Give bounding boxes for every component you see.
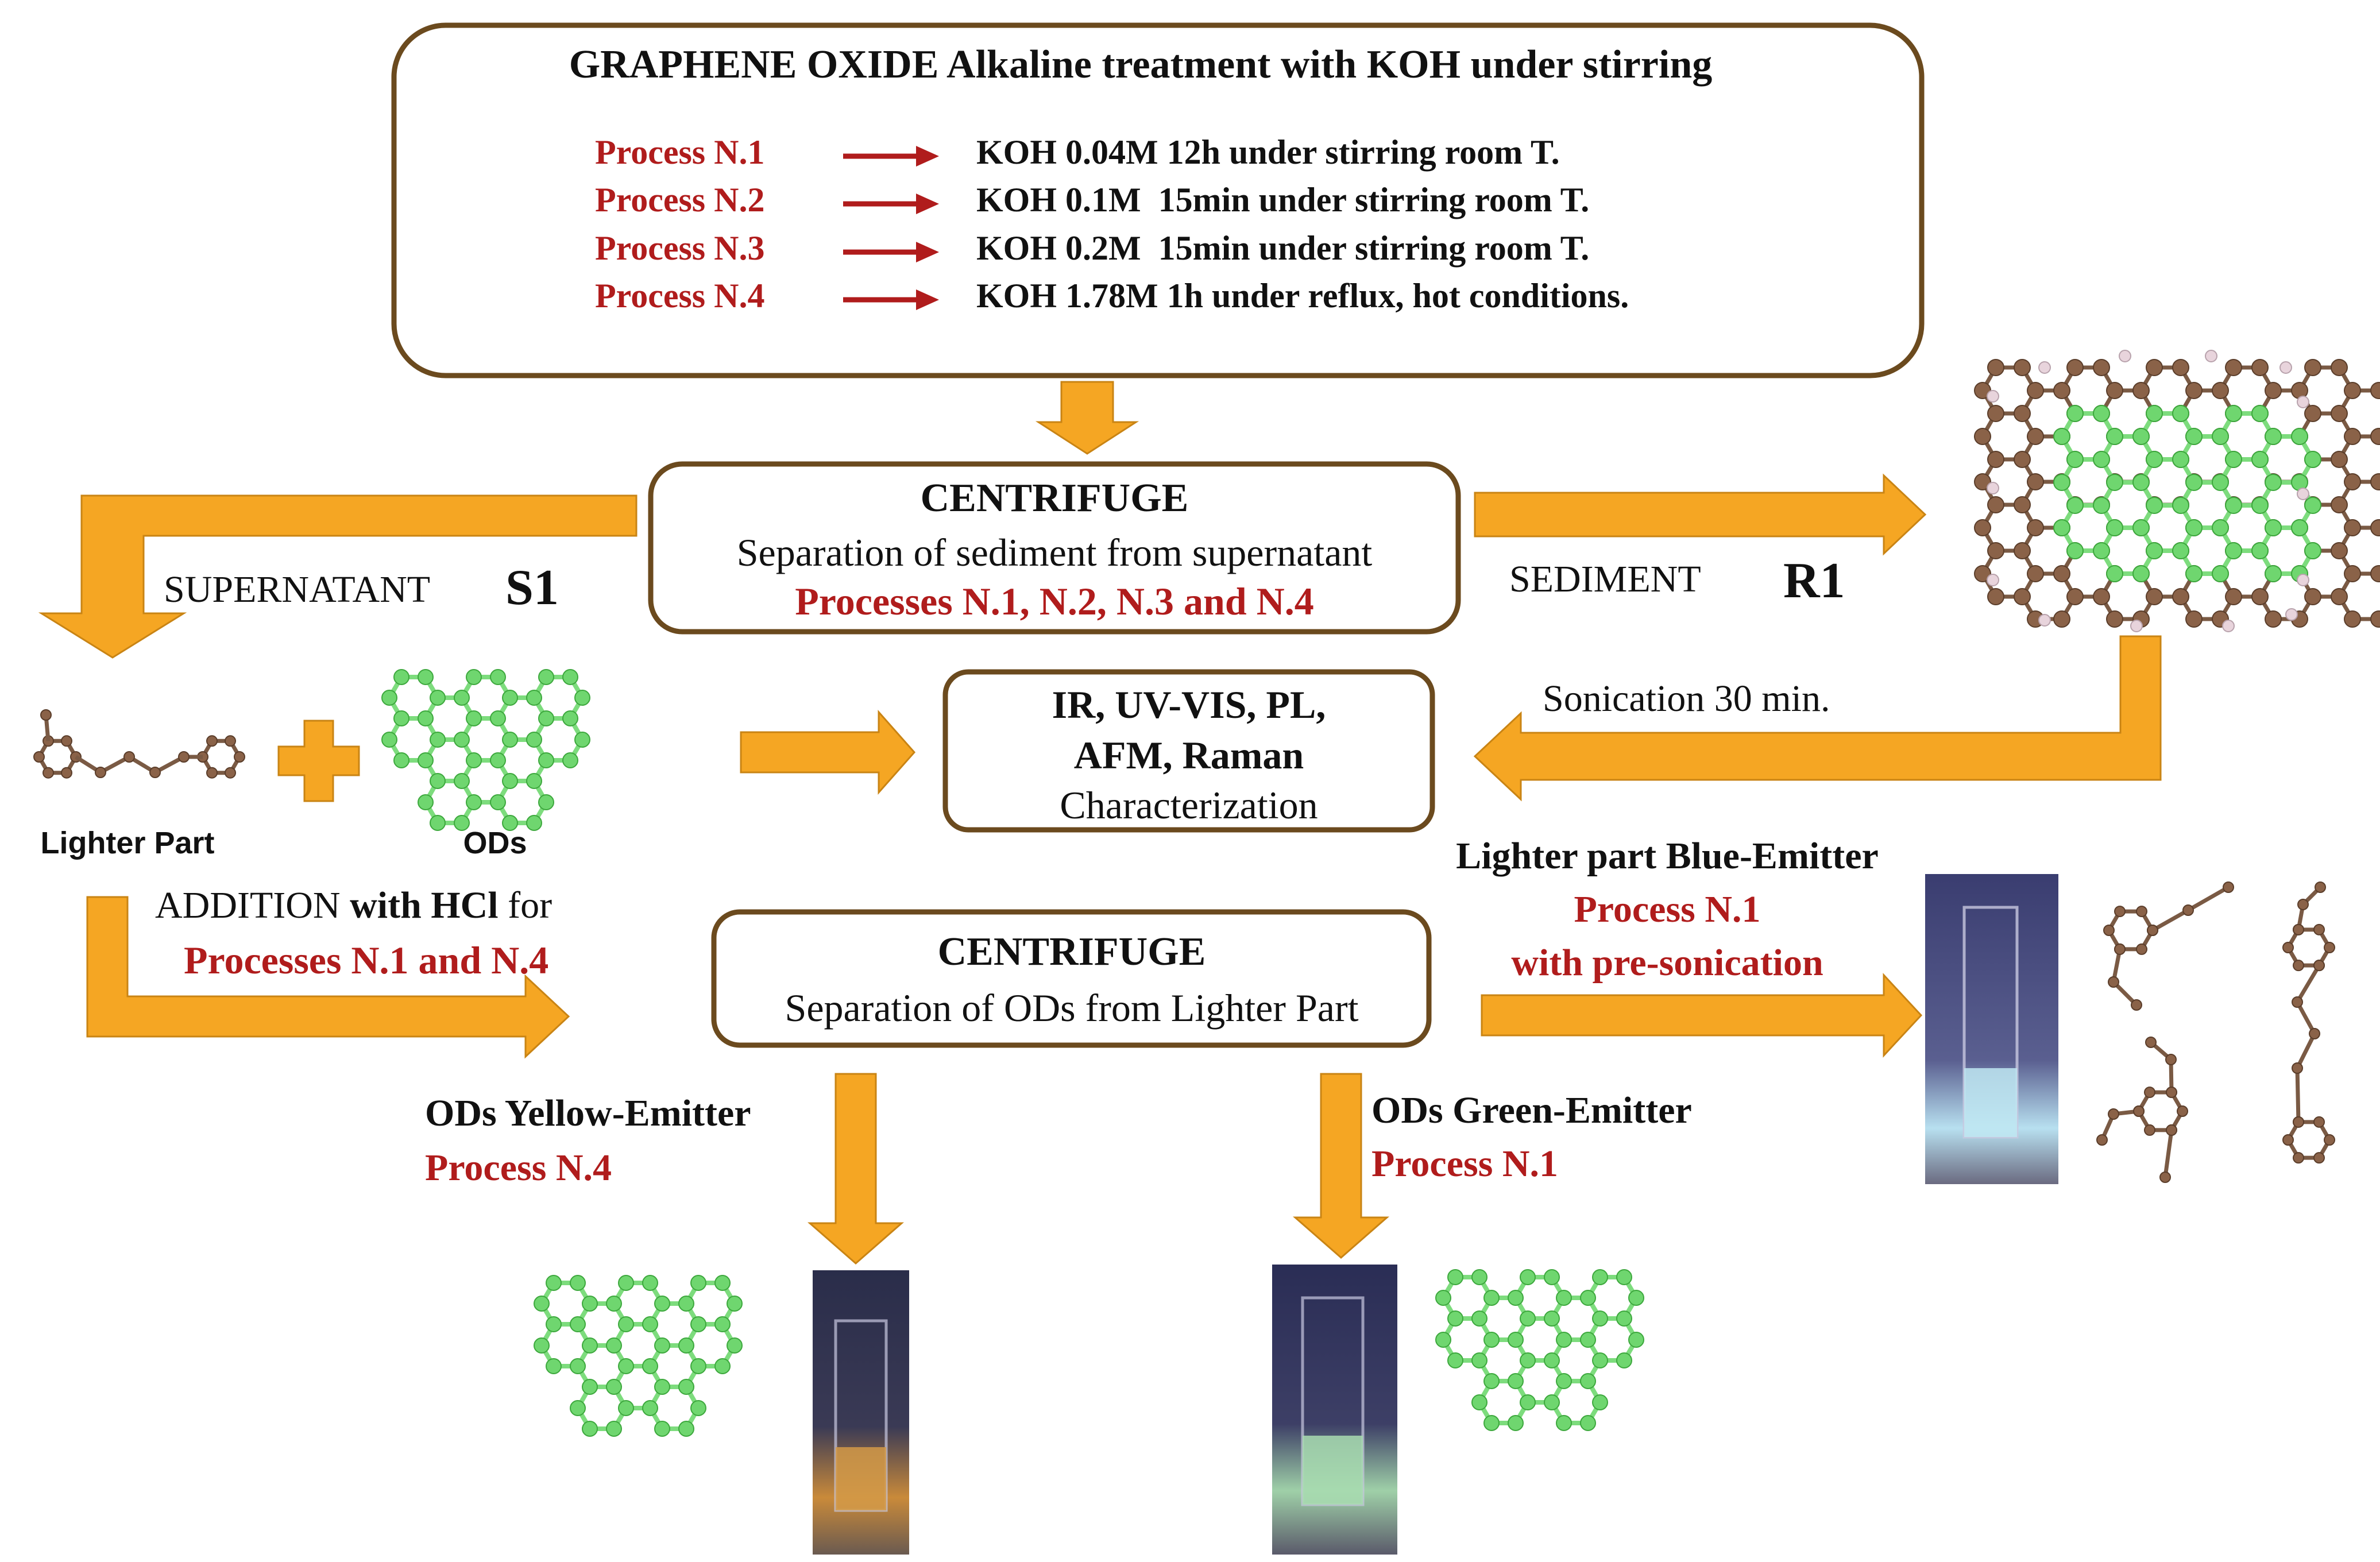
blue-emitter-title: Lighter part Blue-Emitter: [1456, 835, 1879, 877]
red-arrowhead-icon: [916, 194, 939, 214]
to-blue-emitter-arrow-icon: [1481, 973, 1923, 1058]
addition-bold: with HCl: [350, 884, 499, 926]
characterization-box: IR, UV-VIS, PL, AFM, Raman Characterizat…: [942, 669, 1435, 833]
process-label: Process N.3: [595, 229, 765, 267]
process-label: Process N.4: [595, 277, 765, 315]
process-row-4: Process N.4 KOH 1.78M 1h under reflux, h…: [595, 277, 1629, 315]
blue-emitter-molecule-icon: [2096, 881, 2335, 1183]
yellow-ods-molecule-icon: [534, 1275, 743, 1437]
addition-arrow-icon: [86, 896, 570, 1059]
process-row-1: Process N.1 KOH 0.04M 12h under stirring…: [595, 133, 1560, 171]
yellow-emitter-cuvette-photo: [813, 1270, 909, 1555]
process-row-2: Process N.2 KOH 0.1M 15min under stirrin…: [595, 181, 1589, 219]
sediment-molecule-icon: [1974, 350, 2380, 632]
red-arrowhead-icon: [916, 289, 939, 310]
red-arrowhead-icon: [916, 146, 939, 167]
supernatant-label: SUPERNATANT: [164, 569, 430, 610]
characterization-line-2: AFM, Raman: [1074, 733, 1304, 777]
characterization-line-3: Characterization: [1060, 783, 1318, 827]
yellow-emitter-title: ODs Yellow-Emitter: [425, 1092, 751, 1134]
centrifuge-title: CENTRIFUGE: [921, 476, 1189, 520]
top-box-title: GRAPHENE OXIDE Alkaline treatment with K…: [569, 42, 1713, 87]
red-arrowhead-icon: [916, 242, 939, 262]
plus-icon: [277, 720, 360, 802]
addition-prefix: ADDITION: [155, 884, 341, 926]
process-label: Process N.1: [595, 133, 765, 171]
centrifuge-subtitle: Separation of sediment from supernatant: [737, 531, 1373, 574]
process-condition: KOH 0.04M 12h under stirring room T.: [976, 133, 1560, 171]
supernatant-arrow-icon: [38, 494, 638, 659]
yellow-emitter-process: Process N.4: [425, 1147, 612, 1189]
supernatant-code: S1: [505, 560, 559, 616]
green-ods-molecule-icon: [1435, 1269, 1644, 1431]
sediment-arrow-icon: [1474, 473, 1927, 556]
lighter-part-label: Lighter Part: [40, 826, 214, 860]
blue-emitter-note: with pre-sonication: [1511, 942, 1823, 984]
sonication-label: Sonication 30 min.: [1543, 678, 1830, 720]
ods-label: ODs: [463, 826, 527, 860]
characterization-line-1: IR, UV-VIS, PL,: [1052, 683, 1326, 726]
centrifuge-subtitle: Separation of ODs from Lighter Part: [785, 986, 1359, 1030]
centrifuge-title: CENTRIFUGE: [938, 930, 1206, 974]
centrifuge-box-2: CENTRIFUGE Separation of ODs from Lighte…: [711, 909, 1432, 1048]
to-characterization-arrow-icon: [740, 710, 916, 795]
process-row-3: Process N.3 KOH 0.2M 15min under stirrin…: [595, 229, 1589, 267]
centrifuge-box-1: CENTRIFUGE Separation of sediment from s…: [648, 461, 1461, 635]
addition-processes: Processes N.1 and N.4: [184, 938, 548, 982]
sediment-label: SEDIMENT: [1509, 558, 1701, 600]
process-condition: KOH 1.78M 1h under reflux, hot condition…: [976, 277, 1629, 315]
ods-molecule-icon: [381, 669, 590, 831]
process-condition: KOH 0.2M 15min under stirring room T.: [976, 229, 1589, 267]
centrifuge-processes: Processes N.1, N.2, N.3 and N.4: [795, 579, 1314, 623]
sonication-arrow-icon: [1473, 635, 2162, 802]
green-down-arrow-icon: [1293, 1073, 1389, 1259]
sediment-code: R1: [1783, 553, 1845, 609]
process-condition: KOH 0.1M 15min under stirring room T.: [976, 181, 1589, 219]
green-emitter-title: ODs Green-Emitter: [1371, 1089, 1692, 1131]
blue-emitter-process: Process N.1: [1574, 888, 1760, 930]
addition-text: ADDITION with HCl for: [155, 884, 552, 926]
blue-emitter-cuvette-photo: [1925, 874, 2058, 1184]
green-emitter-process: Process N.1: [1371, 1143, 1558, 1185]
addition-suffix: for: [508, 884, 552, 926]
top-box: GRAPHENE OXIDE Alkaline treatment with K…: [391, 22, 1925, 378]
process-label: Process N.2: [595, 181, 765, 219]
green-emitter-cuvette-photo: [1272, 1265, 1397, 1555]
down-arrow-icon: [1035, 381, 1139, 455]
lighter-part-molecule-icon: [33, 709, 245, 779]
yellow-down-arrow-icon: [808, 1073, 904, 1265]
